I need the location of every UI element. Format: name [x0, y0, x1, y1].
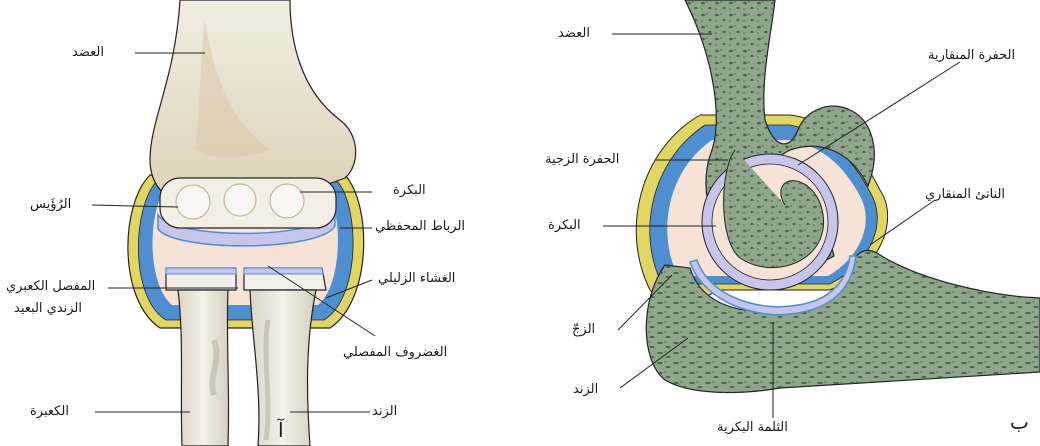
panel-a-ulna-detail — [266, 320, 268, 440]
label-a-radioulnar-line2: الزندي البعيد — [14, 301, 82, 317]
panel-a-radius-cartilage — [166, 268, 236, 274]
panel-a-trochlea-node-1 — [224, 184, 256, 216]
label-a-humerus: العضد — [72, 45, 104, 61]
label-b-olecranon-fossa: الحفرة الزجية — [545, 152, 619, 168]
panel-a-anatomy — [92, 0, 375, 446]
label-b-humerus: العضد — [558, 26, 590, 42]
panel-a-ulna-cartilage — [244, 268, 323, 274]
panel-a-trochlea-node-2 — [270, 184, 304, 218]
label-b-trochlea: البكرة — [548, 218, 581, 234]
label-a-trochlea: البكرة — [393, 183, 426, 199]
label-a-radioulnar-line1: المفصل الكعبري — [6, 279, 95, 295]
panel-a-capitulum-node — [176, 185, 210, 219]
label-b-coronoid-process: الناتئ المنقاري — [925, 187, 1005, 203]
panel-a-letter: آ — [278, 418, 284, 442]
panel-a-humerus — [150, 0, 356, 205]
label-a-ulna: الزند — [372, 404, 397, 420]
label-b-coronoid-fossa: الحفرة المنقارية — [928, 48, 1015, 64]
label-a-articular-cartilage: الغضروف المفصلي — [343, 345, 447, 361]
panel-a-radius-shaft — [178, 290, 229, 446]
label-a-capitulum: الرُؤَيس — [30, 197, 71, 213]
label-a-capsular-ligament: الرباط المحفظي — [375, 219, 465, 235]
panel-b-letter: ب — [1010, 410, 1029, 434]
label-b-olecranon: الزجّ — [572, 322, 595, 338]
label-a-radius: الكعبرة — [30, 404, 69, 420]
label-b-trochlear-notch: الثلمة البكرية — [717, 420, 788, 436]
label-a-synovial-membrane: الغشاء الزليلي — [378, 271, 455, 287]
label-b-ulna: الزند — [573, 382, 598, 398]
